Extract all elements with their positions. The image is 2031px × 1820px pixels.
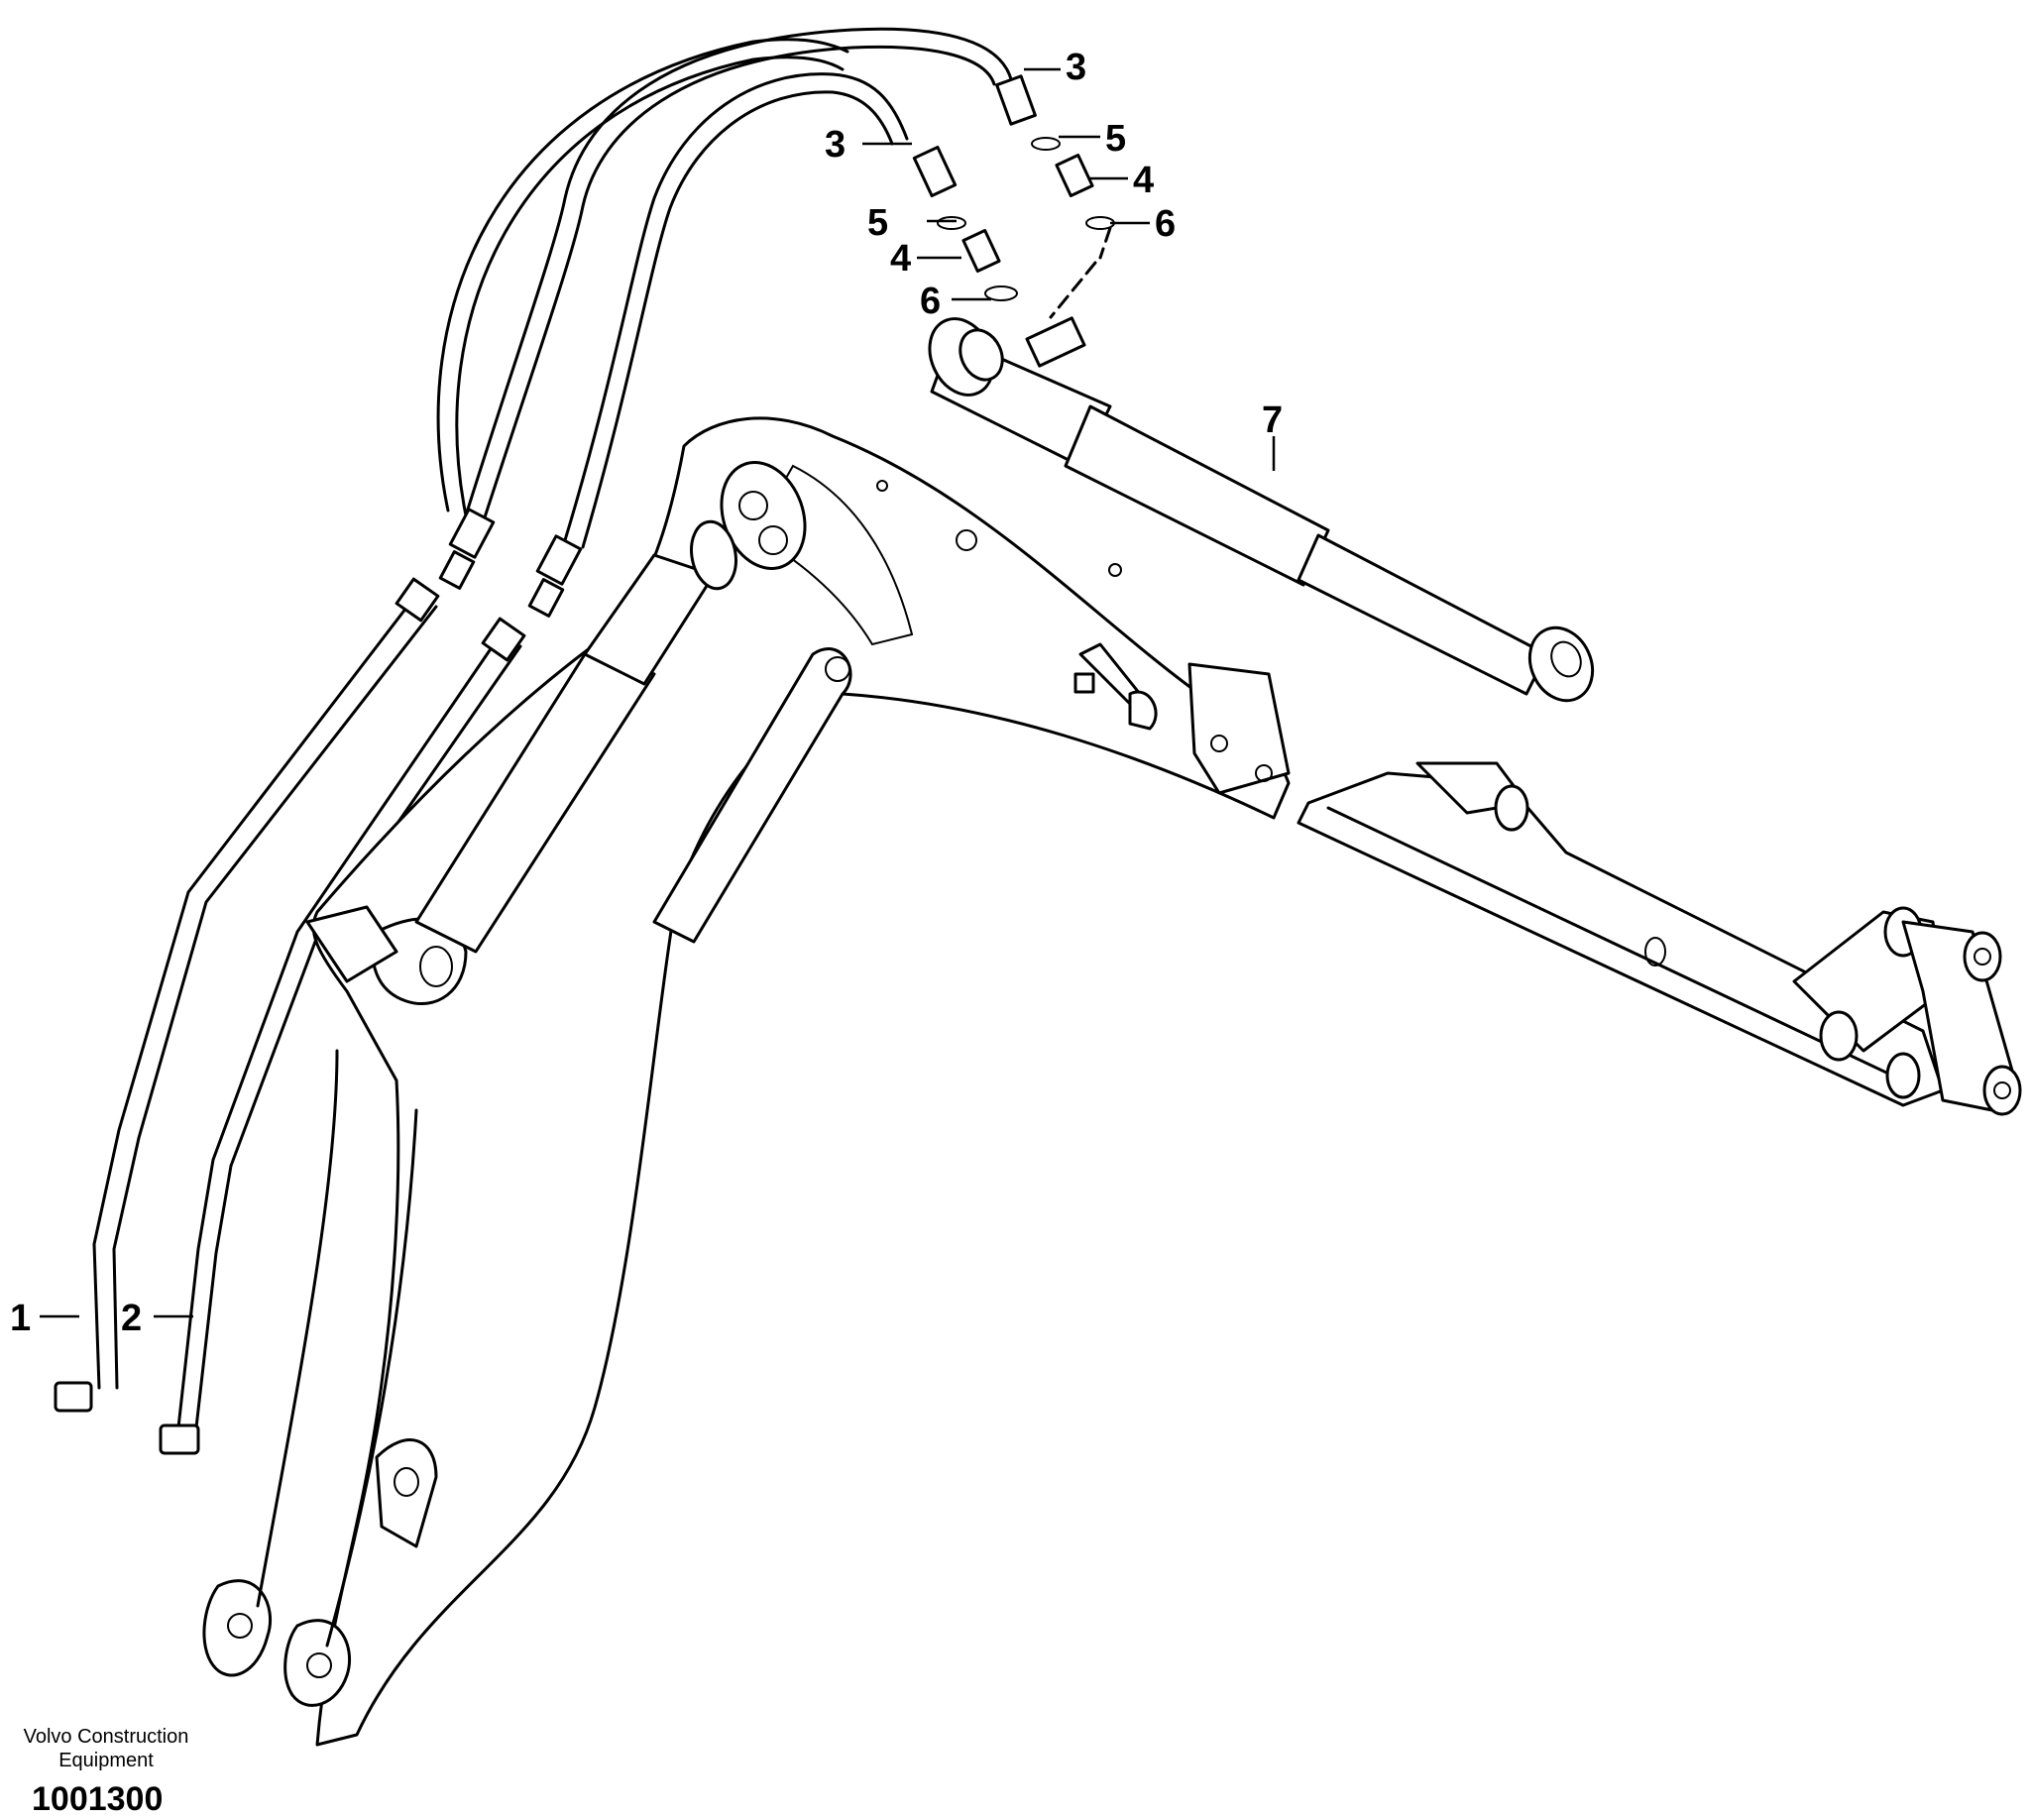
maker-name-line1: Volvo Construction bbox=[24, 1726, 189, 1748]
footer: Volvo Construction Equipment 1001300 bbox=[24, 1726, 189, 1818]
callout-3-top: 3 bbox=[1066, 47, 1086, 88]
callouts: 1 2 3 3 5 5 4 4 6 6 7 bbox=[10, 47, 1283, 1339]
callout-7: 7 bbox=[1262, 399, 1283, 441]
callout-4-right: 4 bbox=[1133, 160, 1154, 201]
callout-5-right: 5 bbox=[1105, 118, 1126, 160]
callout-1: 1 bbox=[10, 1298, 31, 1339]
arm bbox=[1297, 761, 2022, 1116]
cylinder-7 bbox=[928, 316, 1595, 703]
callout-4-left: 4 bbox=[890, 238, 911, 280]
callout-6-right: 6 bbox=[1155, 203, 1176, 245]
callout-3-left: 3 bbox=[825, 124, 846, 166]
callout-5-left: 5 bbox=[867, 202, 888, 244]
maker-name-line2: Equipment bbox=[58, 1750, 154, 1771]
drawing-number: 1001300 bbox=[32, 1780, 163, 1818]
callout-2: 2 bbox=[121, 1298, 142, 1339]
boom bbox=[202, 416, 1291, 1747]
adapters-and-orings bbox=[937, 137, 1115, 319]
pipe-1 bbox=[54, 577, 440, 1413]
leader-lines bbox=[40, 67, 1276, 1318]
callout-6-left: 6 bbox=[920, 281, 941, 322]
